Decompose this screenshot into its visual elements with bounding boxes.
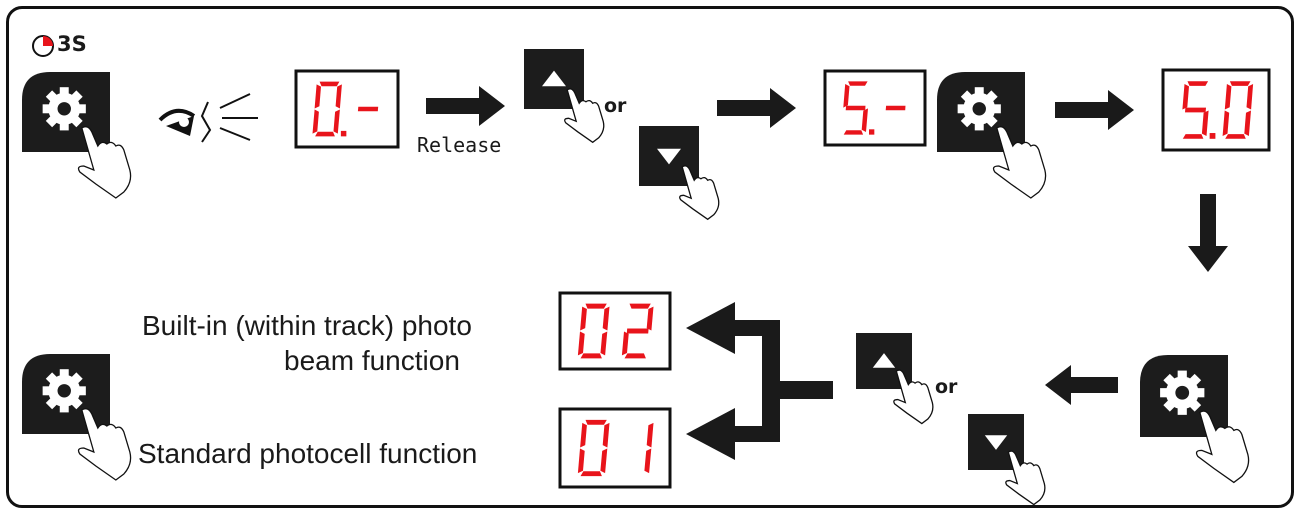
segment-a <box>848 81 868 86</box>
segment-b <box>1246 84 1254 110</box>
segment-d <box>1225 134 1246 139</box>
arrow-to-choice <box>1045 365 1118 405</box>
segment-b <box>646 306 654 331</box>
diagram-frame <box>6 6 1294 508</box>
decimal-point <box>1209 133 1216 139</box>
settings-button-save[interactable] <box>22 354 132 481</box>
hand-press-icon <box>679 165 720 221</box>
or-label-bottom: or <box>935 376 958 398</box>
segment-c <box>1244 110 1251 136</box>
segment-f <box>580 422 587 448</box>
hand-press-icon <box>1195 410 1250 484</box>
segment-a <box>1229 81 1251 86</box>
built-in-label-line2: beam function <box>284 345 460 376</box>
gear-icon <box>42 87 86 131</box>
segment-g <box>845 105 866 111</box>
segment-e <box>312 109 319 134</box>
gear-icon <box>42 369 86 413</box>
segment-e <box>577 448 585 474</box>
eye-icon <box>158 93 258 143</box>
segment-e <box>577 331 585 356</box>
arrow-to-d2 <box>717 88 796 128</box>
segment-e <box>1222 110 1230 136</box>
segment-e <box>621 331 629 356</box>
segment-g <box>885 105 906 111</box>
segment-b <box>602 306 610 331</box>
hand-press-icon <box>77 126 132 199</box>
segment-d <box>580 471 602 477</box>
hand-press-icon <box>893 369 934 425</box>
down-button-bottom[interactable] <box>968 414 1046 506</box>
seven-seg-display-d5 <box>558 407 672 489</box>
arrow-release <box>426 86 505 126</box>
seven-seg-display-d1 <box>294 69 400 149</box>
settings-button-confirm[interactable] <box>937 72 1047 199</box>
or-label-top: or <box>604 95 627 117</box>
down-button-top[interactable] <box>639 126 720 221</box>
clock-pie-icon <box>32 35 54 57</box>
segment-d <box>843 130 864 135</box>
gear-icon <box>1160 370 1205 415</box>
segment-a <box>585 419 607 425</box>
built-in-label-line1: Built-in (within track) photo <box>142 310 472 341</box>
segment-d <box>580 353 602 359</box>
segment-d <box>624 353 646 359</box>
seven-seg-display-d3 <box>1161 68 1271 152</box>
segment-b <box>335 84 342 109</box>
segment-a <box>1187 81 1209 86</box>
segment-f <box>314 84 321 109</box>
segment-b <box>646 422 654 448</box>
segment-c <box>333 109 340 134</box>
segment-f <box>1182 84 1189 110</box>
segment-f <box>580 306 587 331</box>
segment-f <box>843 84 850 108</box>
timer-label: 3S <box>57 32 87 56</box>
decimal-point <box>869 129 875 135</box>
triangle-down-icon <box>657 148 681 165</box>
segment-b <box>602 422 610 448</box>
hand-press-icon <box>77 408 132 481</box>
seven-seg-display-d4 <box>558 291 672 371</box>
segment-g <box>1185 107 1206 113</box>
segment-a <box>585 303 607 309</box>
segment-a <box>629 303 651 309</box>
triangle-up-icon <box>872 353 896 368</box>
gear-icon <box>957 87 1001 131</box>
up-button-top[interactable] <box>524 49 605 144</box>
triangle-up-icon <box>542 70 566 87</box>
hand-press-icon <box>564 88 605 144</box>
segment-g <box>357 106 379 112</box>
arrow-down <box>1188 194 1228 272</box>
standard-label: Standard photocell function <box>138 438 478 469</box>
settings-button-select[interactable] <box>1140 355 1250 484</box>
segment-c <box>1201 110 1209 136</box>
segment-c <box>644 448 652 474</box>
segment-g <box>626 328 649 334</box>
up-button-bottom[interactable] <box>856 333 934 425</box>
decimal-point <box>340 130 347 137</box>
segment-f <box>1224 84 1232 110</box>
arrow-to-d3 <box>1055 90 1134 130</box>
release-label: Release <box>417 133 502 157</box>
segment-d <box>1182 134 1204 139</box>
segment-c <box>861 108 868 132</box>
segment-c <box>600 448 608 474</box>
hand-press-icon <box>1005 450 1046 506</box>
seven-seg-display-d2 <box>823 69 927 147</box>
segment-a <box>319 81 340 87</box>
triangle-down-icon <box>984 435 1008 450</box>
settings-button-start[interactable] <box>22 72 132 199</box>
branch-arrow <box>686 302 833 460</box>
hand-press-icon <box>992 126 1047 199</box>
segment-c <box>600 331 608 356</box>
segment-d <box>315 131 335 137</box>
